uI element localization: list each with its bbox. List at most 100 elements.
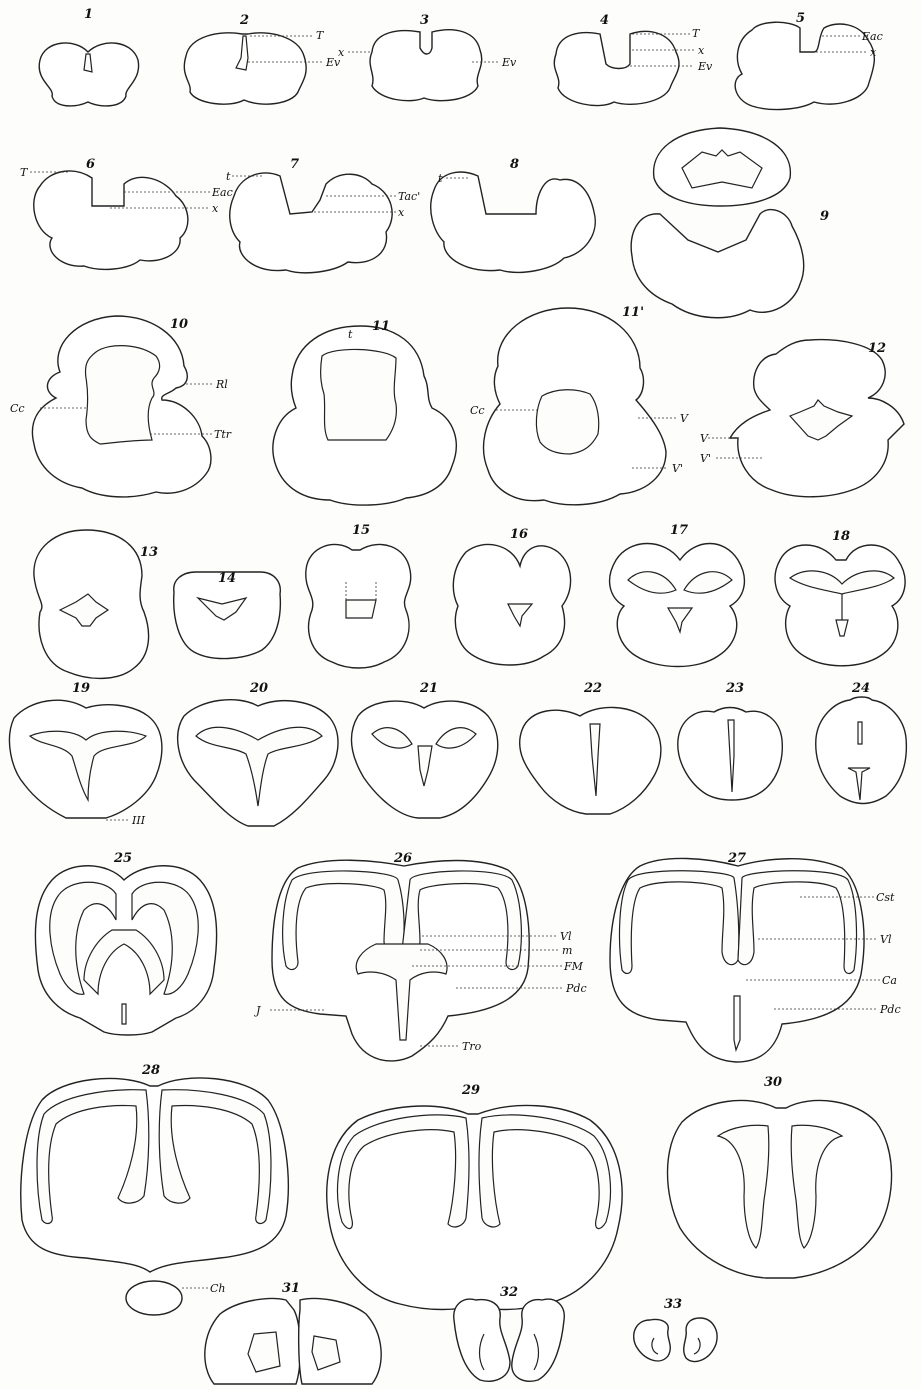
figure-number-32: 32 bbox=[500, 1285, 518, 1300]
label-f26-J: J bbox=[254, 1004, 261, 1017]
section-figure-25 bbox=[35, 866, 216, 1035]
section-figure-27 bbox=[610, 858, 880, 1062]
section-figure-32 bbox=[454, 1299, 565, 1381]
figure-number-17: 17 bbox=[670, 523, 688, 538]
figure-number-28: 28 bbox=[141, 1063, 160, 1078]
label-f7-Tac: Tac' bbox=[398, 190, 420, 203]
label-f4-Ev: Ev bbox=[697, 60, 713, 73]
label-f11p-Cc: Cc bbox=[470, 404, 485, 417]
label-f26-FM: FM bbox=[563, 960, 584, 973]
label-f6-x: x bbox=[212, 202, 219, 215]
label-f26-Tro: Tro bbox=[462, 1040, 482, 1053]
section-figure-15 bbox=[306, 544, 411, 668]
label-f6-T: T bbox=[20, 166, 29, 179]
section-figure-13 bbox=[34, 530, 149, 678]
figure-number-12: 12 bbox=[868, 341, 886, 356]
label-f27-Cst: Cst bbox=[876, 891, 895, 904]
figure-number-11-prime: 11' bbox=[622, 305, 644, 320]
figure-number-25: 25 bbox=[113, 851, 132, 866]
label-f19-III: III bbox=[131, 814, 146, 827]
label-f10-Ttr: Ttr bbox=[214, 428, 232, 441]
figure-number-2: 2 bbox=[239, 13, 249, 28]
section-figure-29 bbox=[327, 1105, 622, 1309]
label-f11p-Vprime: V' bbox=[672, 462, 683, 475]
label-f6-Eac: Eac bbox=[211, 186, 233, 199]
figure-number-5: 5 bbox=[796, 11, 805, 26]
label-f4-T: T bbox=[692, 27, 701, 40]
figure-number-6: 6 bbox=[86, 157, 95, 172]
label-f27-Ca: Ca bbox=[882, 974, 897, 987]
figure-number-11: 11 bbox=[372, 319, 390, 334]
figure-number-22: 22 bbox=[583, 681, 602, 696]
figure-number-20: 20 bbox=[249, 681, 268, 696]
figure-number-8: 8 bbox=[510, 157, 519, 172]
label-f26-Pdc: Pdc bbox=[565, 982, 587, 995]
label-f10-Cc: Cc bbox=[10, 402, 25, 415]
section-figure-4 bbox=[554, 31, 694, 105]
figure-number-7: 7 bbox=[290, 157, 299, 172]
label-f27-Vl: Vl bbox=[880, 933, 892, 946]
label-f26-Vl: Vl bbox=[560, 930, 572, 943]
section-figure-17 bbox=[610, 544, 745, 667]
figure-number-21: 21 bbox=[419, 681, 438, 696]
label-f26-m: m bbox=[562, 944, 572, 957]
figure-number-31: 31 bbox=[282, 1281, 300, 1296]
label-f28-Ch: Ch bbox=[210, 1282, 226, 1295]
section-figure-5 bbox=[735, 22, 874, 109]
figure-number-1: 1 bbox=[84, 7, 93, 22]
label-f11-t: t bbox=[348, 328, 353, 341]
section-figure-22 bbox=[520, 707, 661, 814]
section-figure-28 bbox=[21, 1078, 288, 1315]
section-figure-18 bbox=[775, 545, 905, 666]
label-f5-Eac: Eac bbox=[861, 30, 883, 43]
figure-number-24: 24 bbox=[851, 681, 870, 696]
section-figure-16 bbox=[453, 544, 570, 665]
figure-number-33: 33 bbox=[664, 1297, 682, 1312]
section-figure-3 bbox=[348, 30, 500, 101]
section-figure-8 bbox=[431, 172, 596, 272]
section-figure-33 bbox=[634, 1318, 717, 1362]
section-figure-11-prime bbox=[484, 308, 676, 505]
section-figure-26 bbox=[270, 860, 564, 1061]
section-figure-21 bbox=[351, 701, 497, 818]
figure-number-27: 27 bbox=[727, 851, 746, 866]
section-figure-31 bbox=[205, 1299, 381, 1384]
section-figure-9 bbox=[631, 128, 804, 318]
label-f2-T: T bbox=[316, 29, 325, 42]
section-figure-12 bbox=[708, 340, 904, 497]
section-figure-1 bbox=[39, 43, 138, 106]
label-f11p-V: V bbox=[680, 412, 689, 425]
figure-number-18: 18 bbox=[832, 529, 850, 544]
figure-number-3: 3 bbox=[420, 13, 429, 28]
label-f27-Pdc: Pdc bbox=[879, 1003, 901, 1016]
section-figure-24 bbox=[816, 697, 907, 804]
section-figure-20 bbox=[178, 700, 338, 826]
figure-number-30: 30 bbox=[764, 1075, 782, 1090]
label-f7-t: t bbox=[226, 170, 231, 183]
figure-number-13: 13 bbox=[140, 545, 158, 560]
label-f5-x: x bbox=[870, 46, 877, 59]
figure-number-29: 29 bbox=[461, 1083, 480, 1098]
label-f4-x: x bbox=[698, 44, 705, 57]
figure-number-14: 14 bbox=[218, 571, 236, 586]
section-figure-6 bbox=[30, 171, 210, 269]
label-f12-Vprime: V' bbox=[700, 452, 711, 465]
figure-number-19: 19 bbox=[72, 681, 90, 696]
figure-number-10: 10 bbox=[170, 317, 188, 332]
section-figure-23 bbox=[678, 708, 782, 801]
figure-number-15: 15 bbox=[352, 523, 370, 538]
label-f7-x: x bbox=[398, 206, 405, 219]
figure-number-26: 26 bbox=[393, 851, 412, 866]
section-figure-2 bbox=[184, 33, 324, 104]
label-f10-Rl: Rl bbox=[215, 378, 228, 391]
section-figure-19 bbox=[9, 700, 161, 820]
section-figure-11 bbox=[273, 326, 456, 505]
figure-number-16: 16 bbox=[510, 527, 528, 542]
section-figure-30 bbox=[668, 1100, 892, 1278]
figure-number-23: 23 bbox=[725, 681, 744, 696]
figure-number-4: 4 bbox=[600, 13, 609, 28]
section-figure-10 bbox=[32, 316, 214, 497]
section-figure-7 bbox=[230, 173, 396, 273]
